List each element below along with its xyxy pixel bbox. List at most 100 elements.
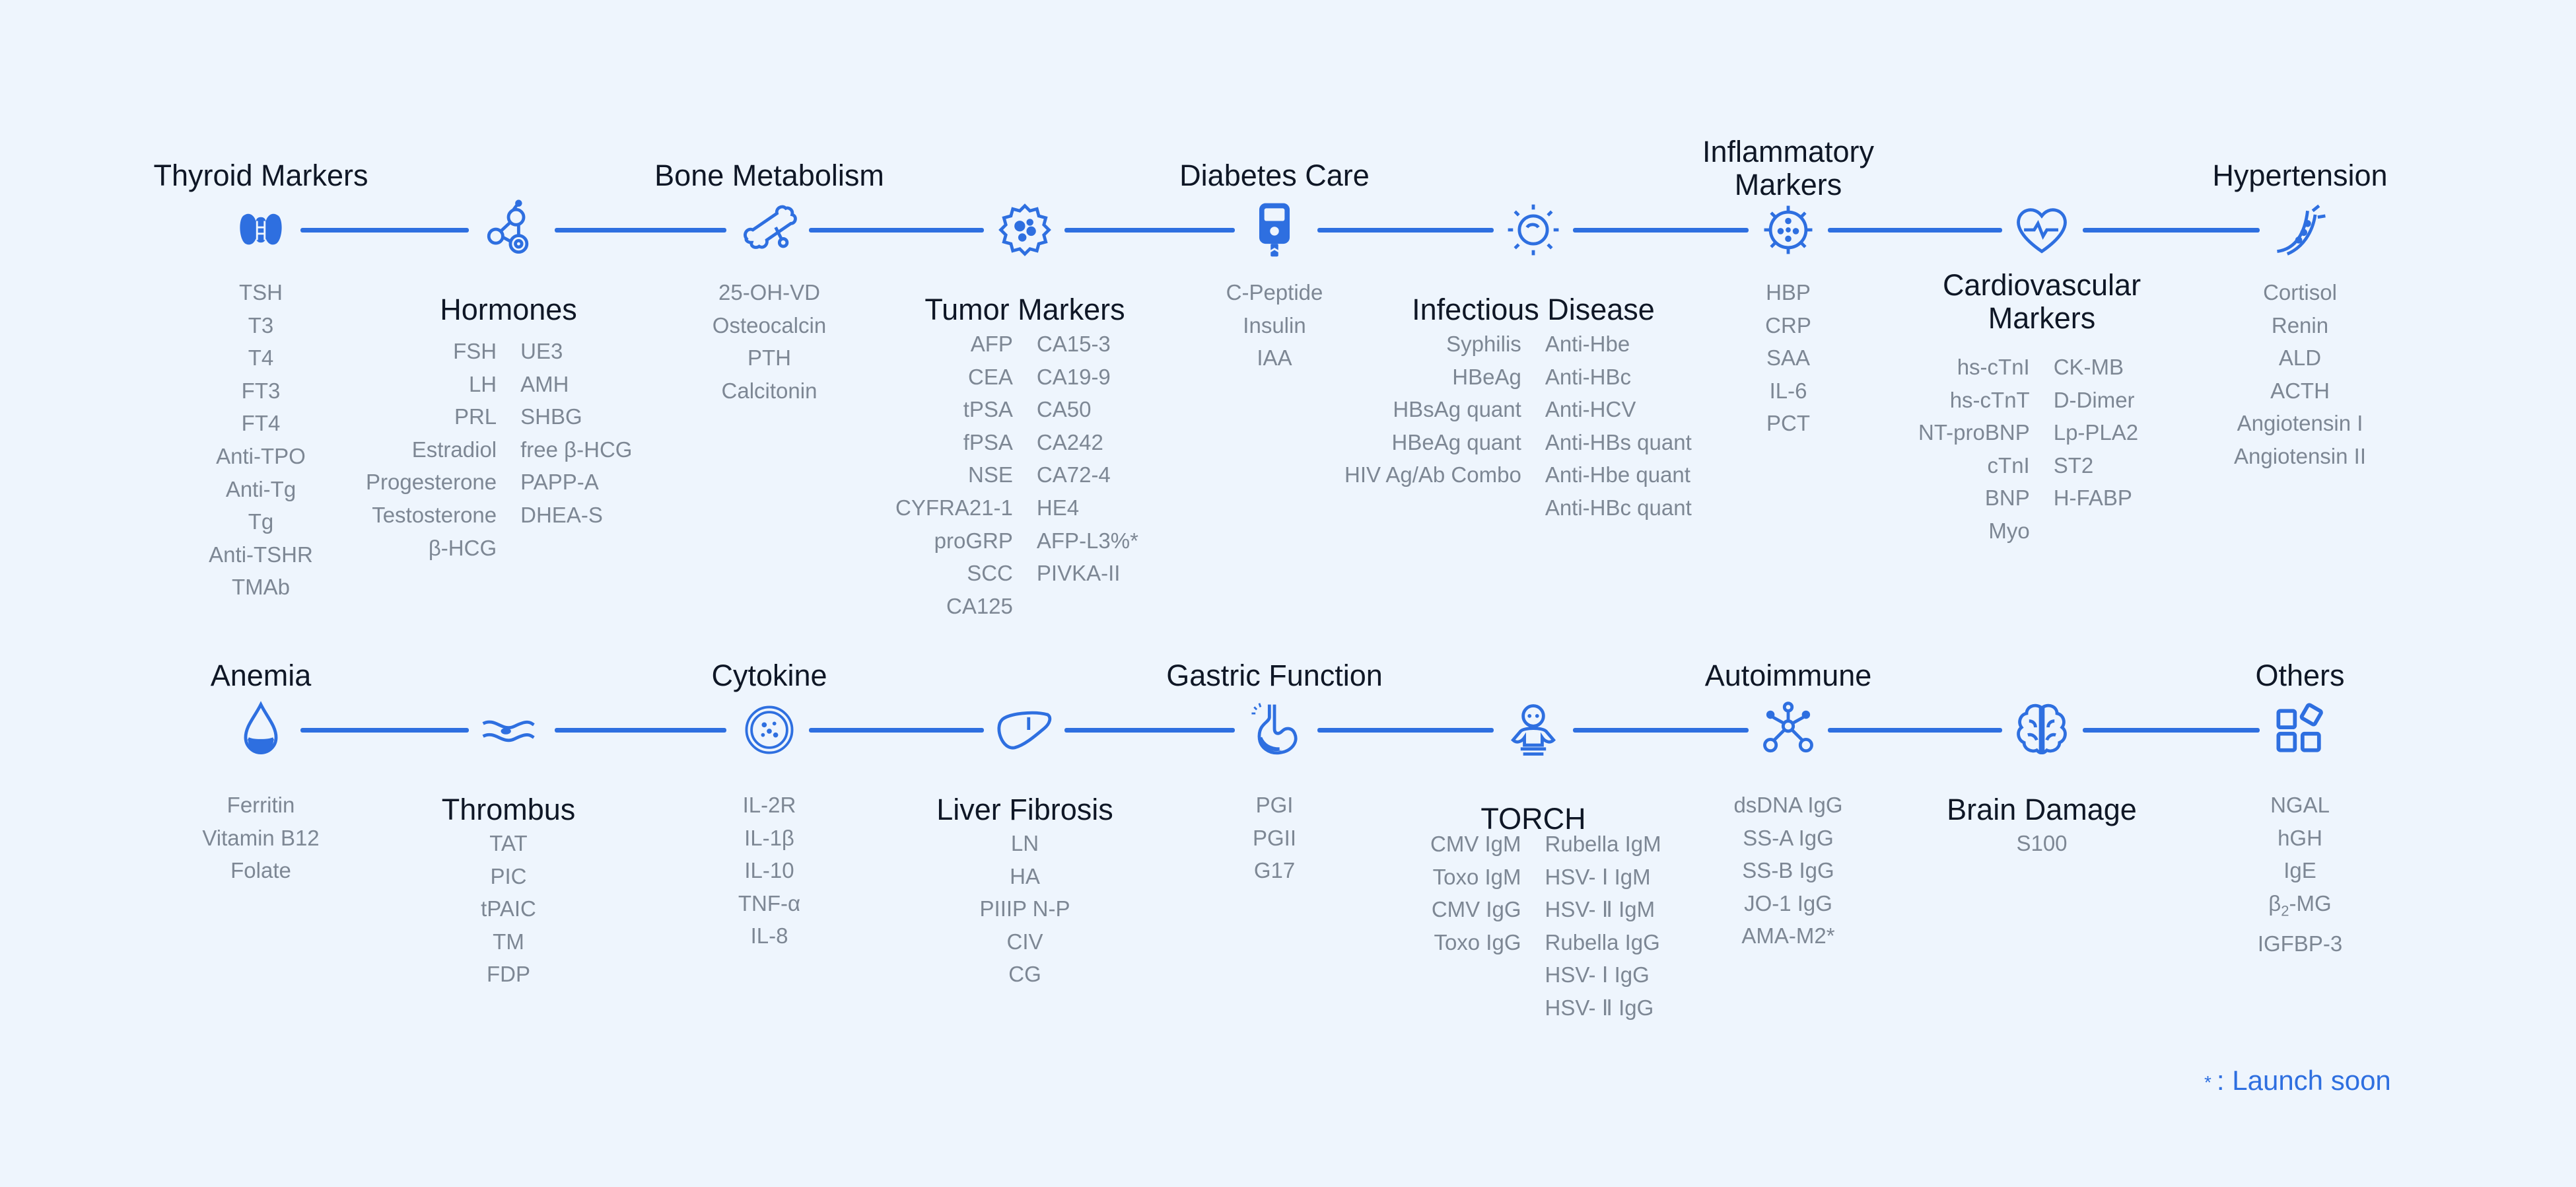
connector-line (2083, 228, 2260, 233)
glucose-meter-icon (1238, 194, 1311, 266)
marker-item: Anti-HCV (1545, 397, 1636, 422)
marker-item: AFP-L3%* (1036, 528, 1138, 553)
marker-item: IL-2R (742, 793, 796, 817)
connector-line (1317, 728, 1494, 733)
category-title-line: Others (2255, 659, 2345, 692)
baby-icon (1497, 694, 1570, 766)
category-title-line: Markers (1988, 301, 2096, 335)
category-title-torch: TORCH (1395, 803, 1672, 836)
marker-item: HBeAg (1452, 364, 1521, 389)
marker-item: SHBG (520, 404, 582, 429)
virus-icon (1752, 194, 1825, 266)
marker-item: Anti-Tg (225, 476, 296, 501)
petri-dish-icon (733, 694, 806, 766)
tumor-cell-icon (989, 194, 1061, 266)
marker-item: TSH (239, 280, 283, 305)
marker-item: Lp-PLA2 (2053, 420, 2139, 445)
marker-item: ALD (2278, 345, 2322, 371)
marker-item: β-HCG (428, 535, 497, 560)
legend-text: : Launch soon (2216, 1065, 2391, 1096)
marker-item: Anti-HBc quant (1545, 495, 1692, 520)
category-title-line: Hypertension (2212, 159, 2388, 192)
category-title-line: Bone Metabolism (654, 159, 884, 192)
marker-item: IL-8 (750, 923, 788, 949)
marker-item: Angiotensin II (2234, 443, 2366, 468)
marker-item: G17 (1253, 858, 1296, 883)
marker-item: 25-OH-VD (718, 280, 821, 305)
marker-item: T4 (248, 345, 274, 371)
marker-item: AMA-M2* (1741, 923, 1835, 949)
marker-item: TM (493, 929, 524, 954)
category-title-line: Tumor Markers (924, 293, 1125, 326)
marker-item: D-Dimer (2053, 387, 2135, 412)
category-title-thyroid: Thyroid Markers (122, 159, 400, 192)
marker-item: PGI (1255, 793, 1294, 817)
bone-icon (733, 194, 806, 266)
marker-item: PIVKA-II (1036, 561, 1121, 586)
category-title-gastric: Gastric Function (1136, 659, 1413, 692)
marker-item: Anti-TSHR (209, 542, 313, 567)
category-title-diabetes: Diabetes Care (1136, 159, 1413, 192)
category-title-infectious: Infectious Disease (1395, 293, 1672, 326)
marker-item: LH (468, 371, 497, 396)
marker-item: HA (1010, 863, 1040, 888)
marker-item: HBsAg quant (1393, 397, 1521, 422)
category-title-line: Infectious Disease (1412, 293, 1655, 326)
marker-item: Cortisol (2263, 280, 2337, 305)
marker-item: tPSA (963, 397, 1013, 422)
marker-item: HSV- Ⅰ IgG (1545, 962, 1650, 988)
marker-item: PIC (490, 863, 527, 888)
category-title-line: Cytokine (711, 659, 827, 692)
thrombus-icon (472, 694, 545, 766)
marker-item: DHEA-S (520, 502, 603, 527)
launch-soon-legend: *: Launch soon (2204, 1065, 2391, 1097)
connector-line (1317, 228, 1494, 233)
marker-item: FT3 (241, 378, 281, 403)
marker-item: ST2 (2053, 452, 2094, 478)
marker-item: cTnI (1987, 452, 2030, 478)
marker-item: PIIIP N-P (979, 896, 1070, 921)
marker-item: SCC (967, 561, 1013, 586)
marker-item: IL-6 (1769, 378, 1807, 403)
category-title-anemia: Anemia (122, 659, 400, 692)
connector-line (300, 228, 469, 233)
marker-item: NGAL (2270, 793, 2330, 817)
marker-item: ACTH (2270, 378, 2330, 403)
marker-item: HBP (1766, 280, 1811, 305)
bacterium-icon (1497, 194, 1570, 266)
liver-icon (989, 694, 1061, 766)
hormone-molecule-icon (472, 194, 545, 266)
marker-item: NSE (968, 462, 1013, 487)
marker-item: FDP (487, 962, 530, 987)
marker-item: TNF-α (738, 890, 801, 916)
marker-item: CMV IgG (1431, 897, 1521, 922)
marker-item: CA19-9 (1036, 364, 1111, 389)
marker-item: IgE (2283, 858, 2316, 883)
category-title-line: Anemia (210, 659, 312, 692)
blood-vessel-icon (2264, 194, 2336, 266)
marker-item: Folate (230, 858, 291, 883)
grid-shapes-icon (2264, 694, 2336, 766)
marker-item: HE4 (1036, 495, 1080, 520)
marker-item: BNP (1984, 486, 2030, 511)
marker-item: SAA (1766, 345, 1811, 371)
marker-item: Anti-TPO (216, 443, 306, 468)
marker-item: IGFBP-3 (2257, 931, 2343, 956)
category-title-others: Others (2161, 659, 2439, 692)
marker-item: CRP (1765, 312, 1811, 338)
connector-line (1064, 228, 1235, 233)
marker-item: CG (1008, 962, 1041, 987)
marker-item: PRL (454, 404, 497, 429)
marker-item: CIV (1006, 929, 1043, 954)
marker-item: Myo (1988, 518, 2030, 543)
marker-item: CA125 (946, 593, 1013, 618)
marker-item: β2-MG (2268, 890, 2332, 919)
